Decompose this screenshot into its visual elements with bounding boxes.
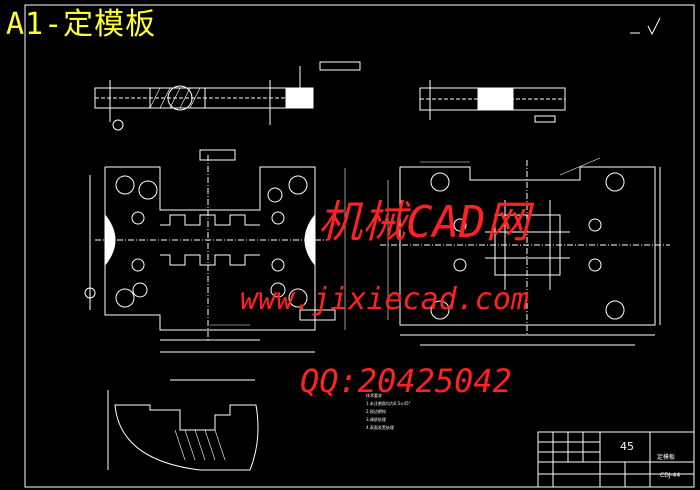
tech-note-4: 4.表面发黑处理	[366, 425, 394, 430]
top-section-view	[94, 61, 361, 131]
watermark-site-name: 机械CAD网	[318, 197, 530, 248]
dimension-lines	[210, 157, 601, 330]
tech-note-3: 3.调质处理	[366, 417, 386, 422]
top-right-section-view	[419, 80, 566, 123]
technical-notes: 技术要求 1.未注倒角均为0.5×45° 2.锐边倒钝 3.调质处理 4.表面发…	[366, 392, 411, 432]
title-block-drawing-code: CDJ-44	[660, 472, 681, 479]
title-block-part-name: 定模板	[657, 454, 676, 461]
roughness-symbol	[630, 17, 661, 36]
watermark-url: www.jixiecad.com	[240, 282, 529, 317]
right-plan-view	[380, 160, 670, 346]
drawing-title: A1-定模板	[6, 7, 157, 42]
title-block	[537, 431, 695, 488]
main-plan-view	[84, 149, 336, 353]
detail-view	[107, 379, 259, 471]
watermark-qq: QQ:20425042	[300, 362, 512, 400]
tech-note-2: 2.锐边倒钝	[366, 409, 386, 414]
tech-notes-heading: 技术要求	[366, 393, 382, 398]
title-block-material: 45	[620, 440, 634, 453]
drawing-frame	[24, 4, 695, 488]
tech-note-1: 1.未注倒角均为0.5×45°	[366, 401, 411, 406]
